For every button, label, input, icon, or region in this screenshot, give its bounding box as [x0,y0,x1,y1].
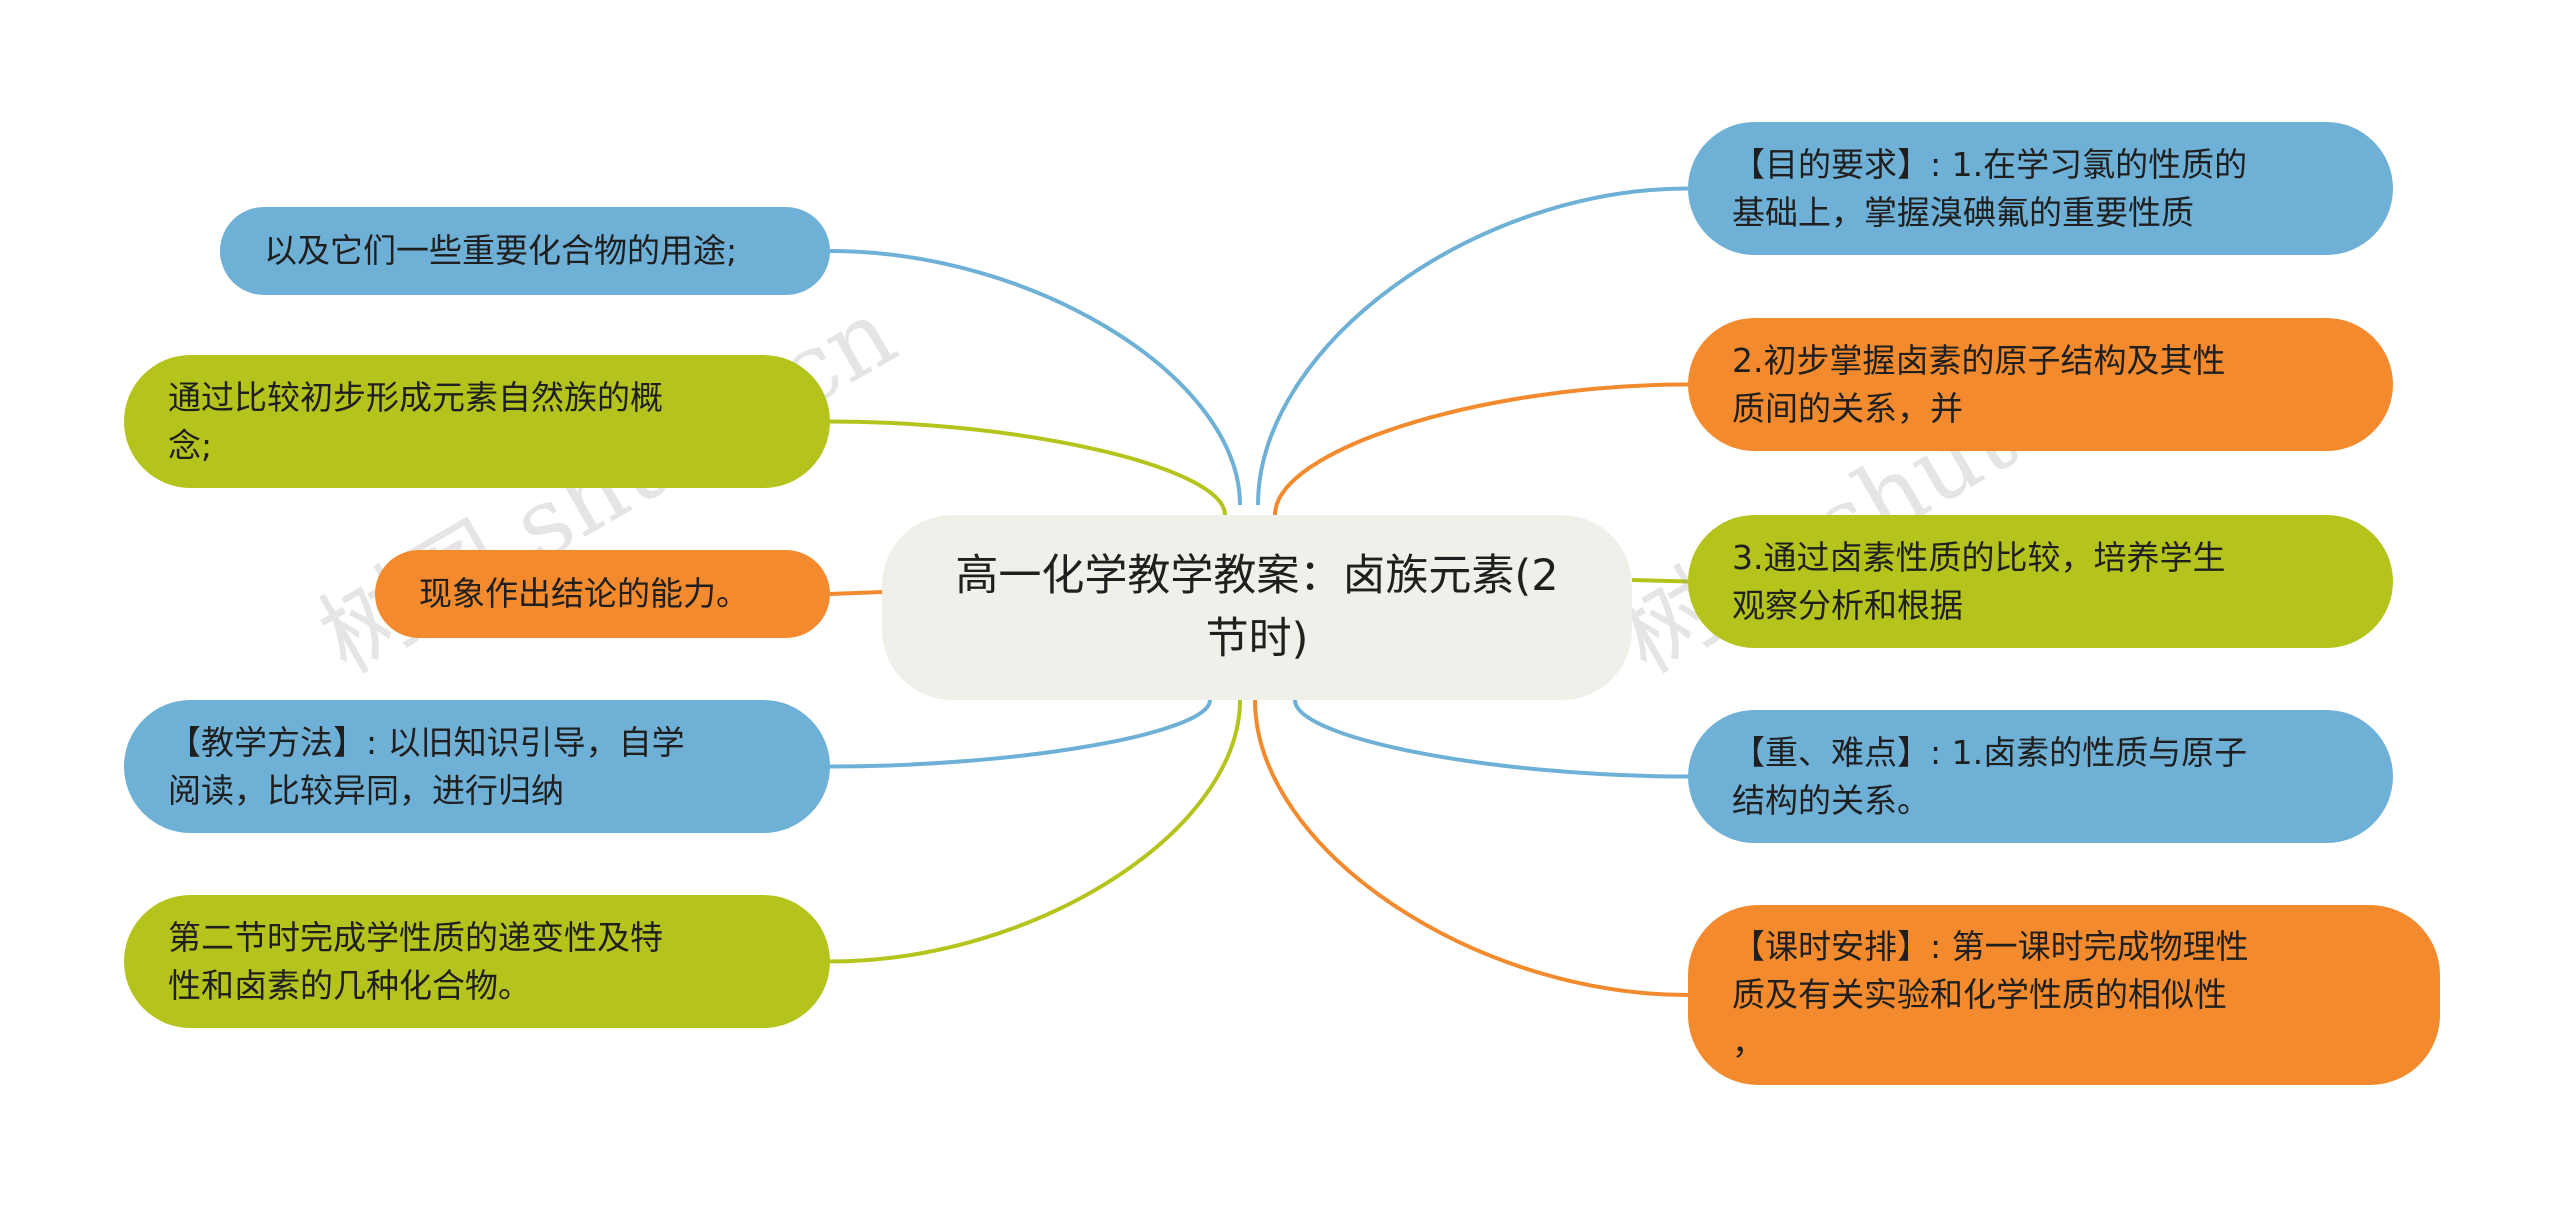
right-node-2[interactable]: 2.初步掌握卤素的原子结构及其性 质间的关系，并 [1688,318,2393,451]
right-node-5[interactable]: 【课时安排】: 第一课时完成物理性 质及有关实验和化学性质的相似性 ， [1688,905,2440,1085]
branch-connector [829,249,1242,506]
branch-connector [1256,186,1689,506]
node-label: 第二节时完成学性质的递变性及特 性和卤素的几种化合物。 [168,917,663,1005]
left-node-4[interactable]: 【教学方法】: 以旧知识引导，自学 阅读，比较异同，进行归纳 [124,700,830,833]
branch-connector [1273,382,1689,516]
left-node-5[interactable]: 第二节时完成学性质的递变性及特 性和卤素的几种化合物。 [124,895,830,1028]
central-topic[interactable]: 高一化学教学教案：卤族元素(2节时) [882,515,1632,700]
branch-connector [1631,578,1689,584]
node-label: 通过比较初步形成元素自然族的概 念; [168,377,663,465]
node-label: 以及它们一些重要化合物的用途; [264,231,738,271]
node-label: 3.通过卤素性质的比较，培养学生 观察分析和根据 [1732,537,2226,625]
left-node-1[interactable]: 以及它们一些重要化合物的用途; [220,207,830,295]
node-label: 【目的要求】: 1.在学习氯的性质的 基础上，掌握溴碘氟的重要性质 [1732,144,2248,232]
branch-connector [829,590,883,596]
branch-connector [829,699,1242,964]
node-label: 2.初步掌握卤素的原子结构及其性 质间的关系，并 [1732,340,2226,428]
branch-connector [829,699,1212,769]
node-label: 现象作出结论的能力。 [419,574,749,614]
left-node-3[interactable]: 现象作出结论的能力。 [375,550,830,638]
node-label: 【重、难点】: 1.卤素的性质与原子 结构的关系。 [1732,732,2248,820]
right-node-4[interactable]: 【重、难点】: 1.卤素的性质与原子 结构的关系。 [1688,710,2393,843]
branch-connector [1253,699,1689,997]
node-label: 【课时安排】: 第一课时完成物理性 质及有关实验和化学性质的相似性 ， [1732,927,2249,1062]
right-node-1[interactable]: 【目的要求】: 1.在学习氯的性质的 基础上，掌握溴碘氟的重要性质 [1688,122,2393,255]
node-label: 【教学方法】: 以旧知识引导，自学 阅读，比较异同，进行归纳 [168,722,685,810]
branch-connector [1293,699,1689,779]
central-topic-label: 高一化学教学教案：卤族元素(2节时) [955,551,1559,664]
right-node-3[interactable]: 3.通过卤素性质的比较，培养学生 观察分析和根据 [1688,515,2393,648]
left-node-2[interactable]: 通过比较初步形成元素自然族的概 念; [124,355,830,488]
branch-connector [829,419,1227,516]
